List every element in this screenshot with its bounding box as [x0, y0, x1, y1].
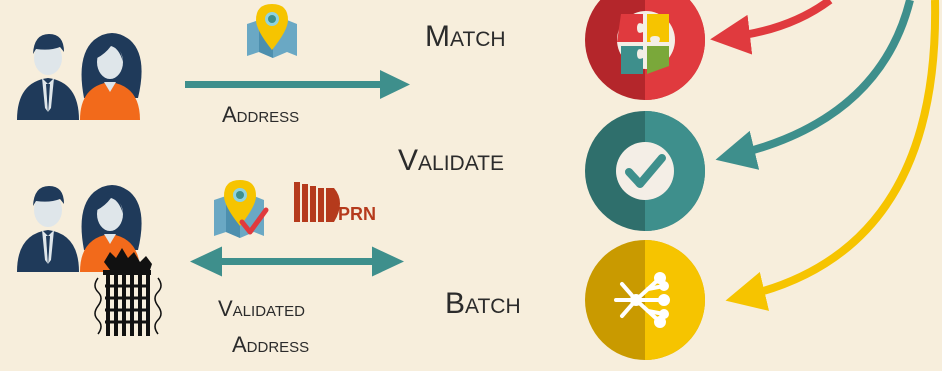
- uprn-label: UPRN: [325, 204, 377, 224]
- map-pin-check-icon: [214, 180, 269, 238]
- checkmark-icon: [625, 154, 666, 188]
- uprn-logo-icon: [294, 182, 340, 222]
- address-text: Address: [222, 102, 300, 127]
- puzzle-icon: [617, 11, 675, 74]
- validate-return-arrow: [715, 0, 914, 170]
- check-icon-bg: [616, 142, 674, 200]
- batch-label: Batch: [445, 287, 521, 320]
- match-return-arrow: [710, 0, 833, 55]
- batch-return-arrow: [725, 0, 940, 311]
- match-circle: [585, 0, 705, 100]
- batch-network-icon: [614, 272, 670, 328]
- portcullis-icon: [94, 248, 162, 336]
- validated-label: Validated: [218, 296, 305, 321]
- match-label: Match: [425, 20, 506, 53]
- validate-label: Validate: [398, 144, 504, 177]
- address-arrow: [185, 70, 410, 99]
- validated-address-arrow: [190, 246, 404, 277]
- validated-address-label: Address: [232, 332, 310, 357]
- validate-circle: [585, 111, 705, 231]
- batch-circle: [585, 240, 705, 360]
- address-label: Address: [222, 104, 299, 126]
- people-icon-top: [17, 33, 142, 120]
- map-pin-icon: [247, 4, 297, 58]
